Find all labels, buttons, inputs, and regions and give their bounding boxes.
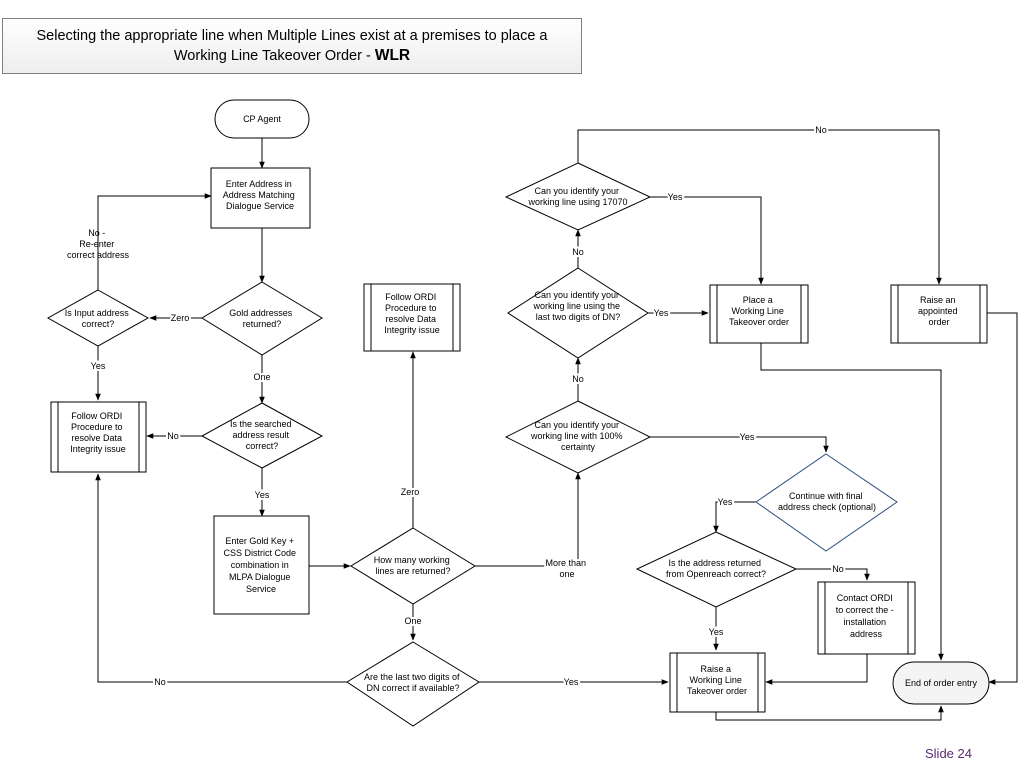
identify-17070-decision bbox=[504, 162, 652, 231]
end-terminator bbox=[892, 661, 990, 705]
gold-addresses-text: Gold addresses returned? bbox=[229, 308, 295, 329]
place-wlto-box bbox=[709, 284, 809, 344]
conn-17070-place bbox=[650, 196, 764, 285]
identify-dn-decision bbox=[507, 267, 649, 359]
connectors bbox=[95, 129, 1018, 721]
raise-appointed-box bbox=[890, 284, 988, 344]
searched-address-decision bbox=[200, 402, 324, 469]
identify-100-decision bbox=[504, 400, 652, 474]
title-main: Selecting the appropriate line when Mult… bbox=[36, 27, 548, 64]
place-wlto-text: Place a Working Line Takeover order bbox=[729, 295, 789, 327]
end-label: End of order entry bbox=[905, 678, 978, 688]
conn-raise-end bbox=[715, 705, 944, 721]
slide-number: Slide 24 bbox=[925, 746, 972, 761]
gold-addresses-decision bbox=[201, 281, 323, 356]
enter-address-box bbox=[210, 167, 311, 229]
conn-input-enter bbox=[97, 193, 212, 290]
raise-wlto-text: Raise a Working Line Takeover order bbox=[687, 664, 747, 696]
enter-gold-key-text: Enter Gold Key + CSS District Code combi… bbox=[223, 536, 298, 594]
raise-appointed-text: Raise an appointed order bbox=[918, 295, 960, 327]
label-zero-mid: Zero bbox=[401, 487, 420, 497]
start-terminator bbox=[214, 99, 310, 139]
label-no-reenter: No - Re-enter correct address bbox=[67, 228, 130, 260]
label-no-dn: No bbox=[572, 374, 584, 384]
working-lines-text: How many working lines are returned? bbox=[374, 555, 453, 576]
ordi-left-text: Follow ORDI Procedure to resolve Data In… bbox=[70, 411, 126, 454]
final-check-text: Continue with final address check (optio… bbox=[778, 491, 876, 512]
raise-wlto-box bbox=[669, 652, 766, 713]
label-yes-openreach: Yes bbox=[709, 627, 724, 637]
label-no-top: No bbox=[815, 125, 827, 135]
label-no-searched: No bbox=[167, 431, 179, 441]
label-yes-bottom: Yes bbox=[564, 677, 579, 687]
label-zero-left: Zero bbox=[171, 313, 190, 323]
conn-appointed-end bbox=[987, 312, 1018, 685]
label-yes-dn: Yes bbox=[654, 308, 669, 318]
label-one-gold: One bbox=[253, 372, 270, 382]
label-yes-input: Yes bbox=[91, 361, 106, 371]
contact-ordi-box bbox=[817, 581, 916, 655]
ordi-left-box bbox=[50, 401, 147, 473]
label-yes-100: Yes bbox=[740, 432, 755, 442]
contact-ordi-text: Contact ORDI to correct the - installati… bbox=[836, 593, 897, 639]
identify-dn-text: Can you identify your working line using… bbox=[532, 290, 622, 322]
conn-last-two-ordi-left bbox=[95, 473, 347, 683]
conn-place-end bbox=[760, 343, 944, 661]
last-two-digits-decision bbox=[346, 641, 480, 727]
title-banner: Selecting the appropriate line when Mult… bbox=[2, 18, 582, 74]
label-yes-final: Yes bbox=[718, 497, 733, 507]
conn-final-openreach bbox=[713, 501, 758, 533]
label-no-bottom: No bbox=[154, 677, 166, 687]
conn-openreach-contact bbox=[796, 568, 870, 581]
label-one-lines: One bbox=[404, 616, 421, 626]
openreach-correct-text: Is the address returned from Openreach c… bbox=[666, 558, 766, 579]
label-no-17070: No bbox=[572, 247, 584, 257]
ordi-mid-box bbox=[363, 283, 461, 352]
label-no-openreach: No bbox=[832, 564, 844, 574]
identify-17070-text: Can you identify your working line using… bbox=[527, 186, 627, 207]
label-more-than-one: More than one bbox=[545, 558, 588, 579]
identify-100-text: Can you identify your working line with … bbox=[530, 420, 625, 452]
ordi-mid-text: Follow ORDI Procedure to resolve Data In… bbox=[384, 292, 440, 335]
conn-lines-identify-100 bbox=[475, 472, 581, 567]
title-emphasis: WLR bbox=[374, 46, 411, 64]
input-address-text: Is Input address correct? bbox=[65, 308, 132, 329]
final-check-decision bbox=[755, 453, 898, 552]
conn-100-final bbox=[650, 436, 829, 453]
label-yes-searched: Yes bbox=[255, 490, 270, 500]
searched-address-text: Is the searched address result correct? bbox=[230, 419, 294, 451]
start-label: CP Agent bbox=[243, 114, 281, 124]
title-text: Selecting the appropriate line when Mult… bbox=[11, 27, 573, 66]
working-lines-decision bbox=[350, 527, 476, 605]
label-yes-17070: Yes bbox=[668, 192, 683, 202]
enter-gold-key-box bbox=[213, 515, 310, 615]
input-address-decision bbox=[46, 289, 150, 347]
last-two-digits-text: Are the last two digits of DN correct if… bbox=[364, 672, 462, 693]
openreach-correct-decision bbox=[635, 531, 798, 608]
enter-address-text: Enter Address in Address Matching Dialog… bbox=[223, 179, 298, 211]
conn-17070-raise-appointed bbox=[577, 129, 942, 285]
conn-contact-raise bbox=[765, 654, 868, 685]
